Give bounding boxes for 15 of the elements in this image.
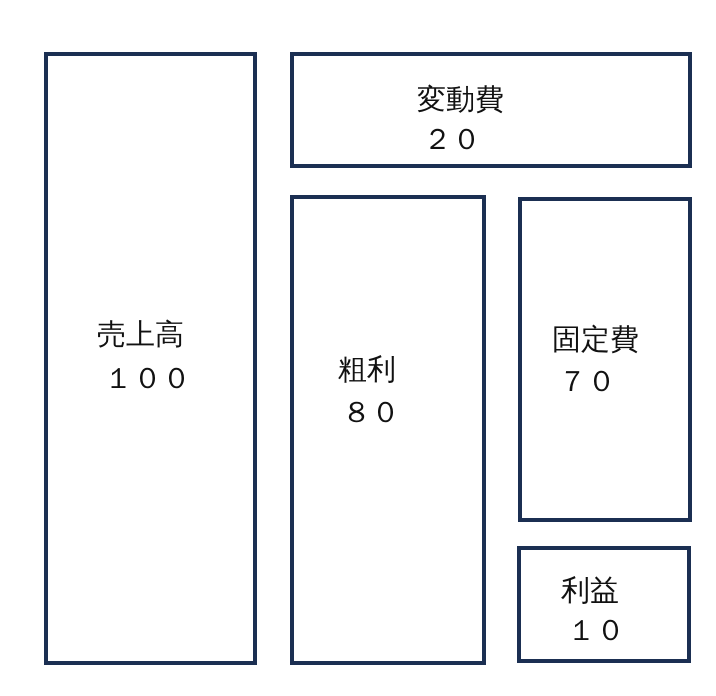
item-box [290, 52, 692, 168]
item-box [517, 546, 691, 663]
item-value: １００ [104, 361, 191, 395]
item-value: １０ [567, 613, 625, 647]
item-heading: 粗利 [338, 352, 396, 386]
item-value: ８０ [342, 395, 400, 429]
item-box [44, 52, 257, 665]
item-box [518, 197, 692, 522]
item-value: ２０ [423, 122, 481, 156]
item-value: ７０ [558, 364, 616, 398]
item-heading: 利益 [561, 573, 619, 607]
item-heading: 固定費 [552, 322, 639, 356]
item-box [290, 195, 486, 665]
item-heading: 売上高 [97, 317, 184, 351]
item-heading: 変動費 [417, 82, 504, 116]
